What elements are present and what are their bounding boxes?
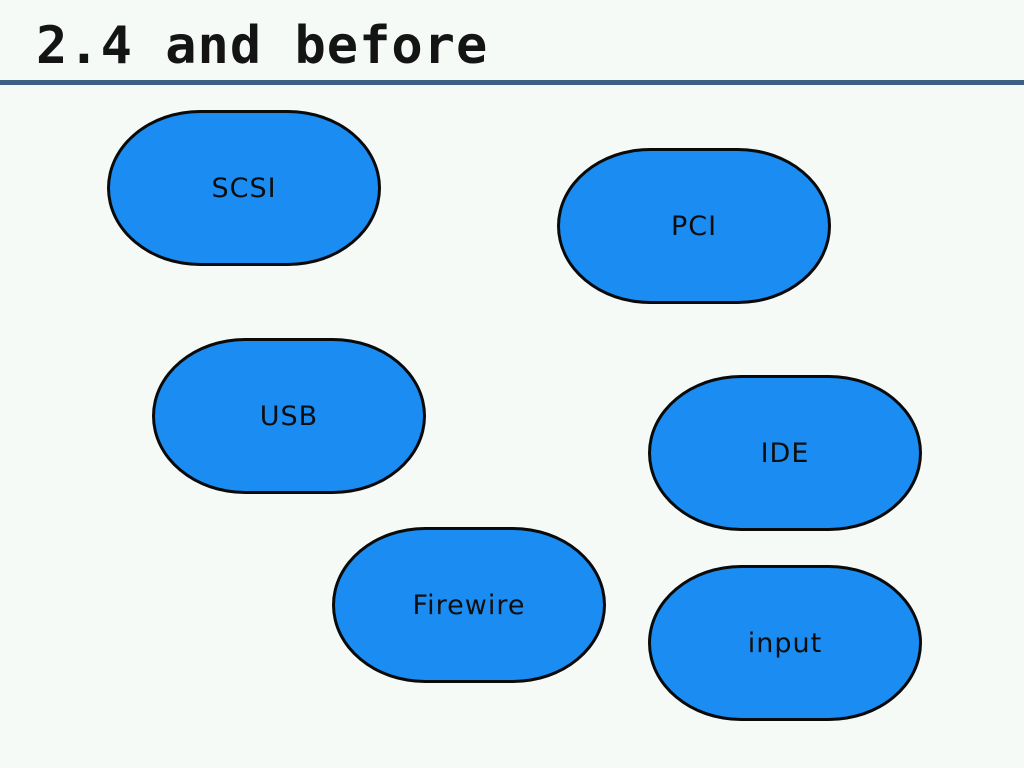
node-pci: PCI (557, 148, 831, 304)
node-ide: IDE (648, 375, 922, 531)
node-label-pci: PCI (670, 210, 718, 242)
title-divider (0, 80, 1024, 85)
node-label-input: input (747, 627, 823, 659)
node-scsi: SCSI (107, 110, 381, 266)
slide-title: 2.4 and before (36, 16, 489, 76)
node-label-usb: USB (259, 400, 319, 432)
node-label-ide: IDE (760, 437, 810, 469)
node-usb: USB (152, 338, 426, 494)
node-label-scsi: SCSI (211, 172, 277, 204)
node-label-firewire: Firewire (412, 589, 526, 621)
node-input: input (648, 565, 922, 721)
node-firewire: Firewire (332, 527, 606, 683)
